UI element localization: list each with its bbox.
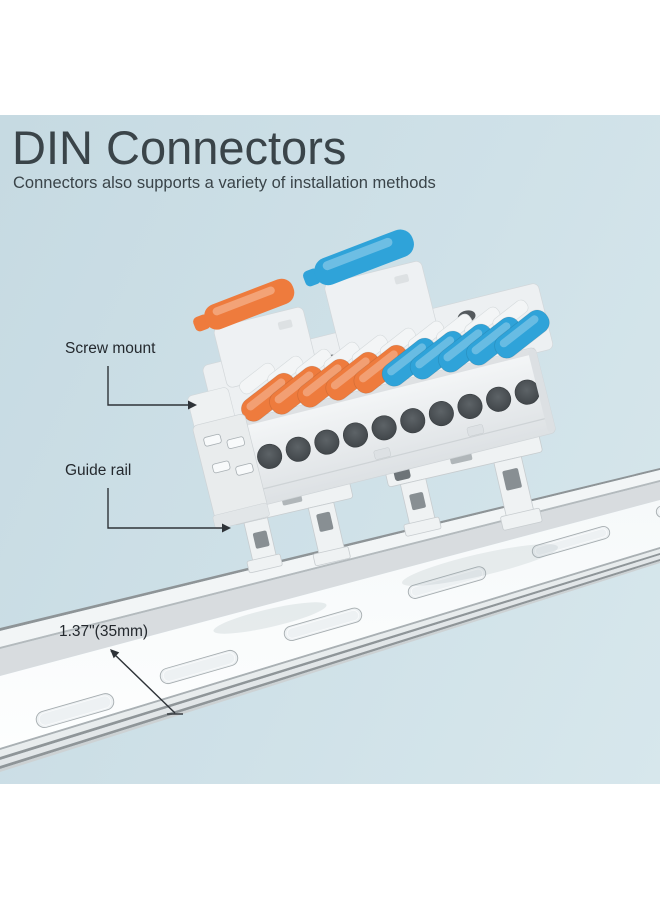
screw-mount-leader [107, 366, 190, 406]
wire-hole [457, 393, 483, 419]
page-title: DIN Connectors [12, 121, 347, 174]
rail-width-dimension-line [110, 650, 176, 714]
rail-slot [283, 607, 363, 641]
label-screw-mount: Screw mount [65, 340, 156, 357]
annotation-lines [107, 366, 231, 715]
rail-width-arrow [110, 649, 120, 659]
output-levers [240, 309, 550, 422]
front-face [242, 347, 556, 505]
wire-hole [371, 415, 397, 441]
wire-hole [342, 422, 368, 448]
wire-hole [428, 401, 454, 427]
screw-mount-arrow [188, 400, 197, 410]
output-lever [494, 309, 550, 359]
rail-mounting-slots [35, 486, 660, 729]
rail-slot [159, 649, 239, 685]
left-end-cap [187, 387, 270, 530]
wire-hole [314, 429, 340, 455]
screw-mount-slots [203, 433, 254, 476]
rail-slot [655, 486, 660, 518]
guide-rail-leader [107, 488, 224, 529]
rail-slot [407, 566, 487, 599]
wire-hole [257, 443, 283, 469]
rail-slot [531, 526, 611, 558]
page-subtitle: Connectors also supports a variety of in… [13, 174, 436, 192]
connector-block [187, 229, 556, 530]
din-rail [0, 468, 660, 772]
clip-shadow-right [402, 544, 558, 586]
rail-slot [35, 693, 115, 729]
wire-hole [486, 386, 512, 412]
guide-rail-arrow [222, 523, 231, 533]
wire-hole [285, 436, 311, 462]
wire-hole [400, 408, 426, 434]
label-guide-rail: Guide rail [65, 462, 132, 479]
clip-shadow-left [213, 602, 327, 634]
wire-holes [257, 379, 540, 469]
label-rail-width: 1.37"(35mm) [59, 623, 149, 640]
